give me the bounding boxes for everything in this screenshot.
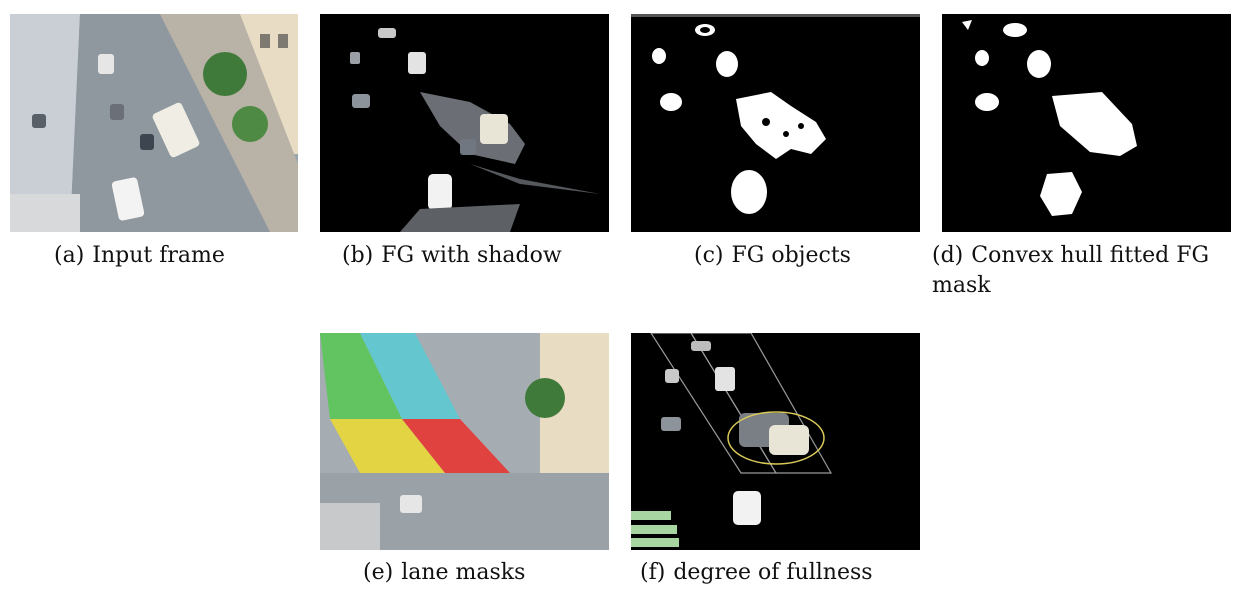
input-frame-image xyxy=(10,14,298,232)
subfigure-label: (b) xyxy=(342,243,374,268)
subfigure-caption-f: (f) degree of fullness xyxy=(640,558,873,588)
subfigure-caption-a: (a) Input frame xyxy=(54,241,225,271)
convex-hull-mask-image xyxy=(942,14,1231,232)
subfigure-caption-text: FG objects xyxy=(731,243,851,268)
subfigure-label: (d) xyxy=(932,243,964,268)
subfigure-caption-text: Convex hull fitted FG mask xyxy=(932,243,1210,298)
subfigure-caption-d: (d)Convex hull fitted FG mask xyxy=(932,241,1232,301)
subfigure-caption-text: FG with shadow xyxy=(381,243,562,268)
degree-of-fullness-image xyxy=(631,333,920,550)
subfigure-caption-e: (e) lane masks xyxy=(363,558,525,588)
subfigure-label: (e) xyxy=(363,560,394,585)
subfigure-caption-b: (b) FG with shadow xyxy=(342,241,562,271)
subfigure-label: (a) xyxy=(54,243,85,268)
subfigure-caption-c: (c) FG objects xyxy=(694,241,851,271)
lane-masks-image xyxy=(320,333,609,550)
subfigure-caption-text: Input frame xyxy=(92,243,225,268)
fg-objects-image xyxy=(631,14,920,232)
fg-with-shadow-image xyxy=(320,14,609,232)
subfigure-caption-text: degree of fullness xyxy=(673,560,873,585)
subfigure-label: (c) xyxy=(694,243,724,268)
subfigure-caption-text: lane masks xyxy=(401,560,526,585)
subfigure-label: (f) xyxy=(640,560,666,585)
